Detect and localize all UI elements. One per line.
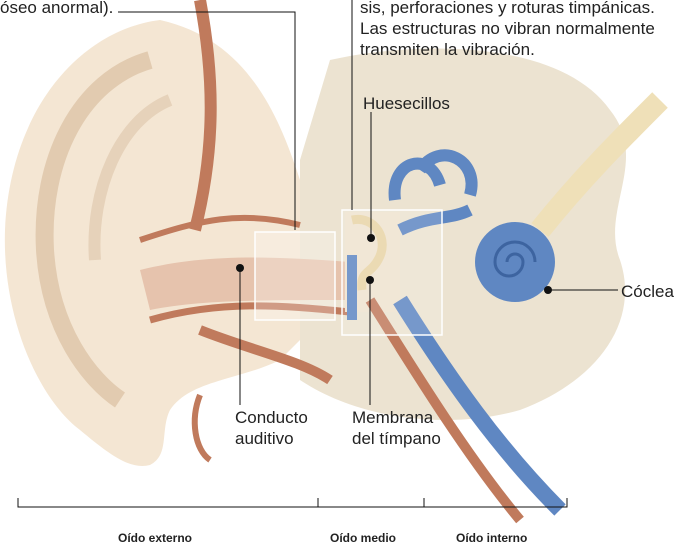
label-conducto-line-2: auditivo xyxy=(235,428,308,449)
dot-coclea xyxy=(544,286,552,294)
canal-highlight-box xyxy=(255,232,335,320)
dot-huesecillos xyxy=(367,234,375,242)
dot-conducto xyxy=(236,264,244,272)
dot-membrana xyxy=(366,276,374,284)
lobe xyxy=(195,395,210,460)
section-bracket xyxy=(18,498,567,507)
caption-top-right: sis, perforaciones y roturas timpánicas.… xyxy=(360,0,655,60)
section-oido-interno: Oído interno xyxy=(456,531,527,545)
label-conducto-auditivo: Conducto auditivo xyxy=(235,407,308,449)
label-membrana-line-1: Membrana xyxy=(352,407,441,428)
label-huesecillos: Huesecillos xyxy=(363,93,450,114)
caption-top-right-line-2: Las estructuras no vibran normalmente xyxy=(360,18,655,39)
caption-top-right-line-1: sis, perforaciones y roturas timpánicas. xyxy=(360,0,655,18)
section-oido-medio: Oído medio xyxy=(330,531,396,545)
section-oido-externo: Oído externo xyxy=(118,531,192,545)
cochlea-shape xyxy=(475,222,555,302)
label-coclea: Cóclea xyxy=(621,281,674,302)
middle-ear-highlight-box xyxy=(342,210,442,335)
label-membrana-timpano: Membrana del tímpano xyxy=(352,407,441,449)
caption-top-right-line-3: transmiten la vibración. xyxy=(360,39,655,60)
label-conducto-line-1: Conducto xyxy=(235,407,308,428)
caption-top-left: óseo anormal). xyxy=(0,0,113,18)
label-membrana-line-2: del tímpano xyxy=(352,428,441,449)
